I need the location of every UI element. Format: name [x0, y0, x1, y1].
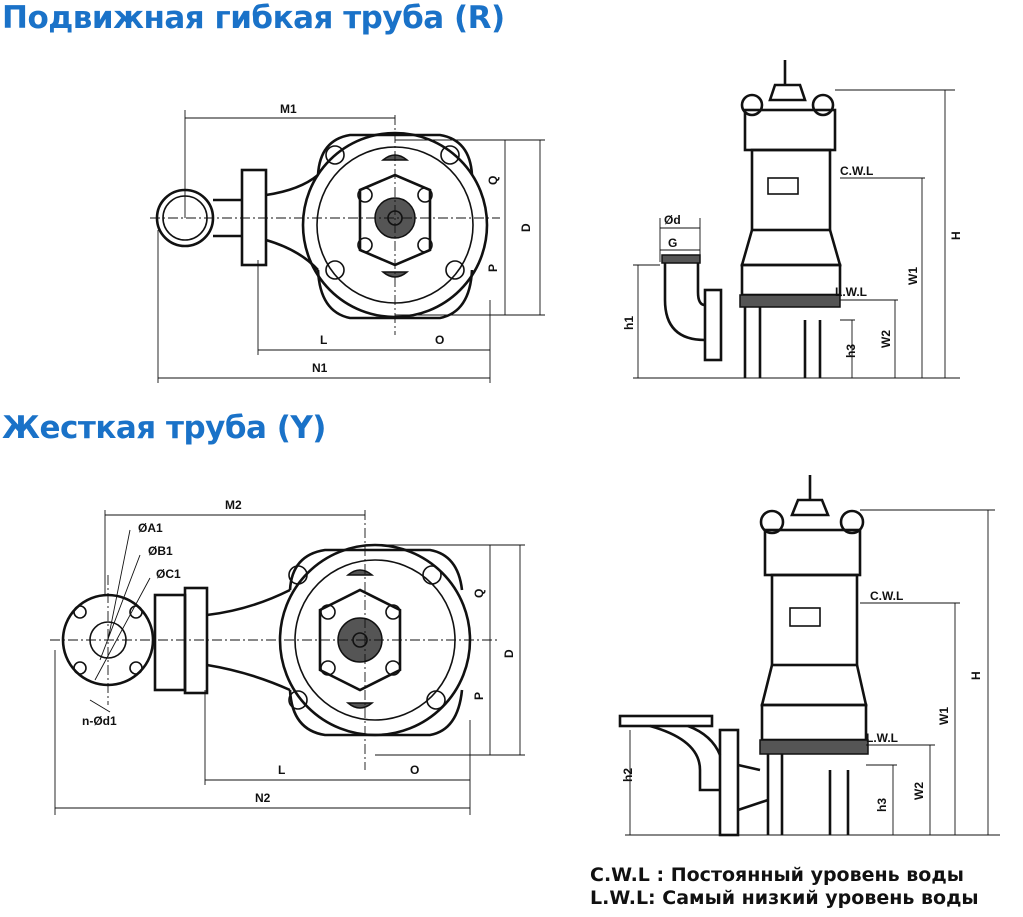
water-level-legend: C.W.L : Постоянный уровень воды L.W.L: С… [590, 864, 979, 910]
section-title-flexible-pipe: Подвижная гибкая труба (R) [2, 0, 505, 36]
dim-g: G [668, 236, 677, 250]
dim-h3: h3 [844, 344, 858, 358]
label-cwl: C.W.L [870, 589, 903, 603]
dim-w2: W2 [879, 330, 893, 348]
legend-cwl: C.W.L : Постоянный уровень воды [590, 864, 964, 886]
dim-h: H [949, 231, 963, 240]
dim-n1: N1 [312, 361, 328, 375]
plan-view-rigid: M2 ØA1 ØB1 ØC1 n-Ød1 D Q P L O N2 [50, 498, 525, 815]
dim-o: O [410, 763, 419, 777]
dim-m1: M1 [280, 102, 297, 116]
label-lwl: L.W.L [835, 285, 867, 299]
plan-view-flexible: M1 D Q P L O N1 [150, 102, 545, 383]
dim-h2: h2 [621, 768, 635, 782]
dim-o: O [435, 333, 444, 347]
dim-p: P [472, 692, 486, 700]
dim-w1: W1 [906, 267, 920, 285]
dim-q: Q [486, 176, 500, 185]
dim-d: D [502, 649, 516, 658]
dim-l: L [320, 333, 327, 347]
dim-p: P [486, 264, 500, 272]
dim-h: H [969, 671, 983, 680]
side-view-rigid: C.W.L L.W.L H W1 W2 h3 h2 [618, 475, 1000, 837]
dim-w1: W1 [937, 707, 951, 725]
dim-w2: W2 [912, 782, 926, 800]
label-cwl: C.W.L [840, 164, 873, 178]
dim-nd1: n-Ød1 [82, 714, 117, 728]
dim-b1: ØB1 [148, 544, 173, 558]
dim-d: D [519, 223, 533, 232]
dim-q: Q [472, 589, 486, 598]
dim-m2: M2 [225, 498, 242, 512]
dim-l: L [278, 763, 285, 777]
section-title-rigid-pipe: Жесткая труба (Y) [2, 410, 326, 446]
dim-h1: h1 [622, 316, 636, 330]
dim-od: Ød [664, 213, 681, 227]
side-view-flexible: C.W.L L.W.L H W1 W2 h3 h1 Ød G [622, 60, 963, 379]
dim-h3: h3 [875, 798, 889, 812]
dim-a1: ØA1 [138, 521, 163, 535]
dim-n2: N2 [255, 791, 271, 805]
label-lwl: L.W.L [866, 731, 898, 745]
dim-c1: ØC1 [156, 567, 181, 581]
legend-lwl: L.W.L: Самый низкий уровень воды [590, 887, 979, 909]
